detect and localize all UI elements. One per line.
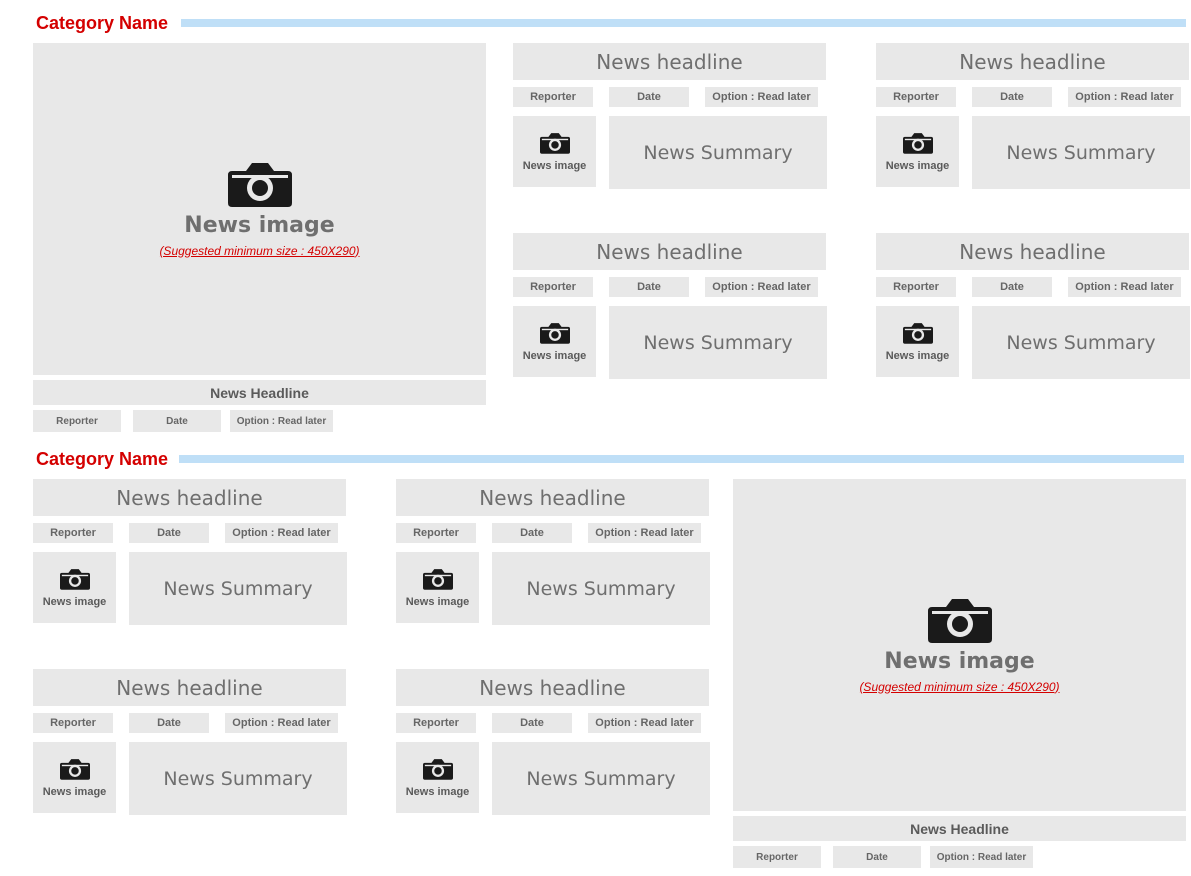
news-card-reporter[interactable]: Reporter [513, 277, 593, 297]
news-card-date: Date [972, 277, 1052, 297]
featured-date: Date [833, 846, 921, 868]
category-title[interactable]: Category Name [36, 449, 169, 469]
news-card-date: Date [972, 87, 1052, 107]
camera-icon [59, 758, 90, 780]
camera-icon [422, 758, 453, 780]
featured-image-label: News image [884, 648, 1035, 674]
news-card-read-later-option[interactable]: Option : Read later [1068, 87, 1181, 107]
category-divider [179, 455, 1184, 463]
featured-reporter[interactable]: Reporter [33, 410, 121, 432]
news-card-date: Date [129, 523, 209, 543]
news-card-summary[interactable]: News Summary [972, 116, 1190, 189]
news-card-headline[interactable]: News headline [396, 669, 709, 706]
news-card-reporter[interactable]: Reporter [513, 87, 593, 107]
news-card-summary[interactable]: News Summary [129, 742, 347, 815]
camera-icon [227, 162, 292, 207]
news-card-image[interactable]: News image [513, 306, 596, 377]
news-card-read-later-option[interactable]: Option : Read later [588, 523, 701, 543]
category-title[interactable]: Category Name [36, 13, 169, 33]
featured-read-later-option[interactable]: Option : Read later [930, 846, 1033, 868]
news-card-read-later-option[interactable]: Option : Read later [588, 713, 701, 733]
news-card-reporter[interactable]: Reporter [33, 713, 113, 733]
news-card-headline[interactable]: News headline [876, 233, 1189, 270]
featured-read-later-option[interactable]: Option : Read later [230, 410, 333, 432]
news-card-read-later-option[interactable]: Option : Read later [705, 87, 818, 107]
featured-image-hint: (Suggested minimum size : 450X290) [159, 243, 360, 258]
news-card-date: Date [609, 87, 689, 107]
news-card-image-label: News image [42, 785, 107, 798]
news-card-reporter[interactable]: Reporter [396, 523, 476, 543]
camera-icon [422, 568, 453, 590]
news-card-image[interactable]: News image [876, 116, 959, 187]
news-card-headline[interactable]: News headline [513, 43, 826, 80]
camera-icon [539, 132, 570, 154]
news-card-headline[interactable]: News headline [33, 669, 346, 706]
news-card-image-label: News image [42, 595, 107, 608]
featured-news-image[interactable]: News image (Suggested minimum size : 450… [33, 43, 486, 375]
news-card-read-later-option[interactable]: Option : Read later [1068, 277, 1181, 297]
camera-icon [902, 322, 933, 344]
news-card-image[interactable]: News image [876, 306, 959, 377]
news-card-headline[interactable]: News headline [396, 479, 709, 516]
featured-news-image[interactable]: News image (Suggested minimum size : 450… [733, 479, 1186, 811]
featured-headline[interactable]: News Headline [733, 816, 1186, 841]
camera-icon [539, 322, 570, 344]
news-card-image[interactable]: News image [33, 552, 116, 623]
news-card-reporter[interactable]: Reporter [396, 713, 476, 733]
news-card-summary[interactable]: News Summary [492, 742, 710, 815]
news-card-image[interactable]: News image [396, 552, 479, 623]
news-card-headline[interactable]: News headline [33, 479, 346, 516]
camera-icon [902, 132, 933, 154]
featured-image-label: News image [184, 212, 335, 238]
featured-image-hint: (Suggested minimum size : 450X290) [859, 679, 1060, 694]
news-card-date: Date [129, 713, 209, 733]
news-card-reporter[interactable]: Reporter [33, 523, 113, 543]
news-card-image[interactable]: News image [396, 742, 479, 813]
news-card-image-label: News image [885, 349, 950, 362]
news-card-image-label: News image [522, 349, 587, 362]
news-card-image-label: News image [522, 159, 587, 172]
news-card-reporter[interactable]: Reporter [876, 87, 956, 107]
news-card-image-label: News image [405, 595, 470, 608]
news-card-date: Date [609, 277, 689, 297]
news-card-read-later-option[interactable]: Option : Read later [705, 277, 818, 297]
news-card-summary[interactable]: News Summary [492, 552, 710, 625]
news-card-summary[interactable]: News Summary [609, 306, 827, 379]
featured-headline[interactable]: News Headline [33, 380, 486, 405]
featured-reporter[interactable]: Reporter [733, 846, 821, 868]
news-card-headline[interactable]: News headline [876, 43, 1189, 80]
camera-icon [59, 568, 90, 590]
news-card-image[interactable]: News image [33, 742, 116, 813]
news-card-summary[interactable]: News Summary [972, 306, 1190, 379]
news-card-date: Date [492, 713, 572, 733]
news-card-image[interactable]: News image [513, 116, 596, 187]
category-divider [181, 19, 1186, 27]
news-card-image-label: News image [405, 785, 470, 798]
news-card-summary[interactable]: News Summary [129, 552, 347, 625]
camera-icon [927, 598, 992, 643]
news-card-read-later-option[interactable]: Option : Read later [225, 523, 338, 543]
news-card-reporter[interactable]: Reporter [876, 277, 956, 297]
news-card-summary[interactable]: News Summary [609, 116, 827, 189]
news-card-image-label: News image [885, 159, 950, 172]
news-card-headline[interactable]: News headline [513, 233, 826, 270]
featured-date: Date [133, 410, 221, 432]
news-card-read-later-option[interactable]: Option : Read later [225, 713, 338, 733]
news-card-date: Date [492, 523, 572, 543]
